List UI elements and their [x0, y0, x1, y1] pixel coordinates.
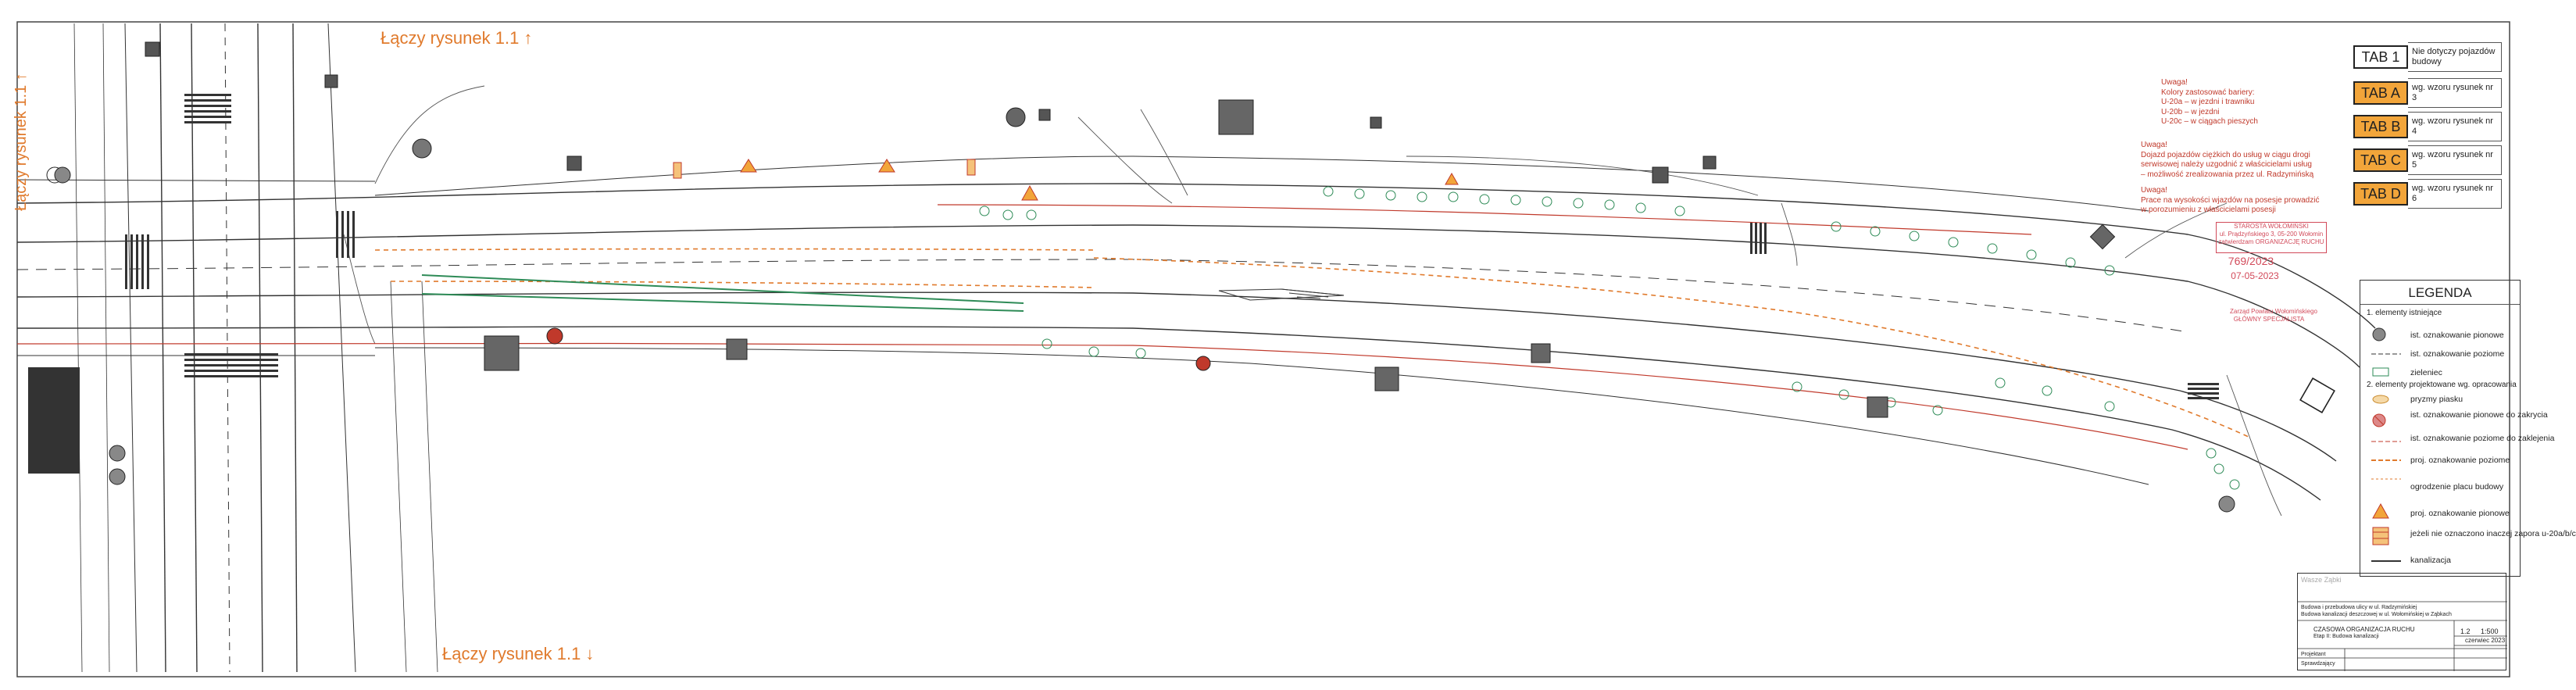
connector-left-label[interactable]: Łączy rysunek 1.1 ↑	[13, 73, 30, 211]
title-block-grid	[2298, 601, 2507, 671]
legend-item: kanalizacja	[2410, 556, 2451, 565]
approval-number: 769/2023	[2228, 255, 2274, 267]
tab-code: TAB 1	[2353, 45, 2408, 69]
traffic-signs	[46, 41, 2335, 513]
note-driveways: Uwaga! Prace na wysokości wjazdów na pos…	[2141, 186, 2320, 214]
trees	[979, 186, 2240, 490]
tab-row-a: TAB A wg. wzoru rysunek nr 3	[2353, 78, 2502, 108]
tab-code: TAB C	[2353, 148, 2408, 172]
legend-item: zieleniec	[2410, 368, 2442, 377]
title-block: Wasze Ząbki Budowa i przebudowa ulicy w …	[2297, 573, 2507, 671]
proposed-marking	[421, 274, 1024, 312]
construction-fence	[374, 248, 2251, 438]
existing-sign-icon	[2372, 327, 2386, 341]
note-barriers: Uwaga! Kolory zastosować bariery: U-20a …	[2161, 78, 2258, 126]
tab-code: TAB D	[2353, 182, 2408, 206]
drawing-title: CZASOWA ORGANIZACJA RUCHU	[2313, 626, 2415, 633]
site-fence-icon	[2371, 478, 2401, 480]
tab-code: TAB B	[2353, 115, 2408, 138]
checker-label: Sprawdzający	[2301, 661, 2335, 667]
traffic-plan-sheet: Łączy rysunek 1.1 ↑ Łączy rysunek 1.1 ↓ …	[13, 21, 2576, 677]
proposed-sign-icon	[2372, 502, 2389, 519]
project-line-2: Budowa kanalizacji deszczowej w ul. Woło…	[2301, 612, 2452, 617]
project-line-1: Budowa i przebudowa ulicy w ul. Radzymiń…	[2301, 605, 2417, 610]
tab-code: TAB A	[2353, 81, 2408, 105]
legend-item: ist. oznakowanie pionowe	[2410, 331, 2504, 340]
drawing-scale: 1:500	[2481, 627, 2499, 635]
info-board-sign	[28, 367, 80, 474]
main-road	[16, 156, 2376, 501]
legend-item: proj. oznakowanie poziome	[2410, 456, 2510, 465]
drawing-date: czerwiec 2023	[2465, 637, 2506, 644]
greenery-icon	[2372, 367, 2389, 377]
approval-stamp: STAROSTA WOŁOMIŃSKI ul. Prądzyńskiego 3,…	[2216, 222, 2327, 253]
designer-label: Projektant	[2301, 652, 2326, 657]
sheet-frame	[16, 21, 2510, 677]
existing-marking-icon	[2371, 353, 2401, 355]
sand-pile-icon	[2372, 395, 2389, 404]
legend-section-existing: 1. elementy istniejące	[2367, 309, 2442, 317]
company-name: Wasze Ząbki	[2301, 576, 2342, 584]
sewer-line-icon	[2371, 560, 2401, 562]
proposed-marking-icon	[2371, 459, 2401, 461]
tab-row-c: TAB C wg. wzoru rysunek nr 5	[2353, 145, 2502, 175]
warning-signs	[673, 159, 1459, 201]
tab-desc: Nie dotyczy pojazdów budowy	[2408, 42, 2502, 72]
legend-item: jeżeli nie oznaczono inaczej zapora u-20…	[2410, 529, 2576, 538]
marking-to-cover-icon	[2371, 441, 2401, 442]
road-plan-drawing	[16, 21, 2510, 677]
legend-item: proj. oznakowanie pionowe	[2410, 509, 2510, 518]
drawing-number: 1.2	[2460, 627, 2471, 635]
tab-desc: wg. wzoru rysunek nr 5	[2408, 145, 2502, 175]
tab-row-b: TAB B wg. wzoru rysunek nr 4	[2353, 112, 2502, 141]
tab-desc: wg. wzoru rysunek nr 4	[2408, 112, 2502, 141]
drawing-subtitle: Etap II: Budowa kanalizacji	[2313, 634, 2379, 639]
legend-panel: LEGENDA 1. elementy istniejące ist. ozna…	[2360, 280, 2576, 577]
legend-item: ist. oznakowanie poziome do zaklejenia	[2410, 434, 2555, 443]
note-heavy-vehicles: Uwaga! Dojazd pojazdów ciężkich do usług…	[2141, 141, 2314, 179]
legend-item: ist. oznakowanie poziome	[2410, 349, 2505, 359]
legend-item: ogrodzenie placu budowy	[2410, 482, 2504, 492]
tab-row-1: TAB 1 Nie dotyczy pojazdów budowy	[2353, 42, 2502, 72]
tab-row-d: TAB D wg. wzoru rysunek nr 6	[2353, 179, 2502, 209]
connector-bottom-label[interactable]: Łączy rysunek 1.1 ↓	[442, 644, 595, 663]
cross-road	[73, 23, 438, 673]
legend-title: LEGENDA	[2360, 281, 2520, 305]
hatched-islands	[1218, 288, 1345, 301]
legend-item: ist. oznakowanie pionowe do zakrycia	[2410, 410, 2548, 420]
legend-section-proposed: 2. elementy projektowane wg. opracowania	[2367, 381, 2517, 389]
barrier-icon	[2372, 527, 2389, 545]
tab-desc: wg. wzoru rysunek nr 3	[2408, 78, 2502, 108]
pedestrian-crossings	[125, 94, 2219, 399]
connector-top-label[interactable]: Łączy rysunek 1.1 ↑	[381, 28, 533, 48]
legend-item: pryzmy piasku	[2410, 395, 2463, 404]
sign-to-cover-icon	[2372, 413, 2386, 427]
approval-date: 07-05-2023	[2231, 270, 2279, 281]
approval-signature-stamp: Zarząd Powiatu Wołomińskiego GŁÓWNY SPEC…	[2230, 308, 2317, 323]
tab-desc: wg. wzoru rysunek nr 6	[2408, 179, 2502, 209]
